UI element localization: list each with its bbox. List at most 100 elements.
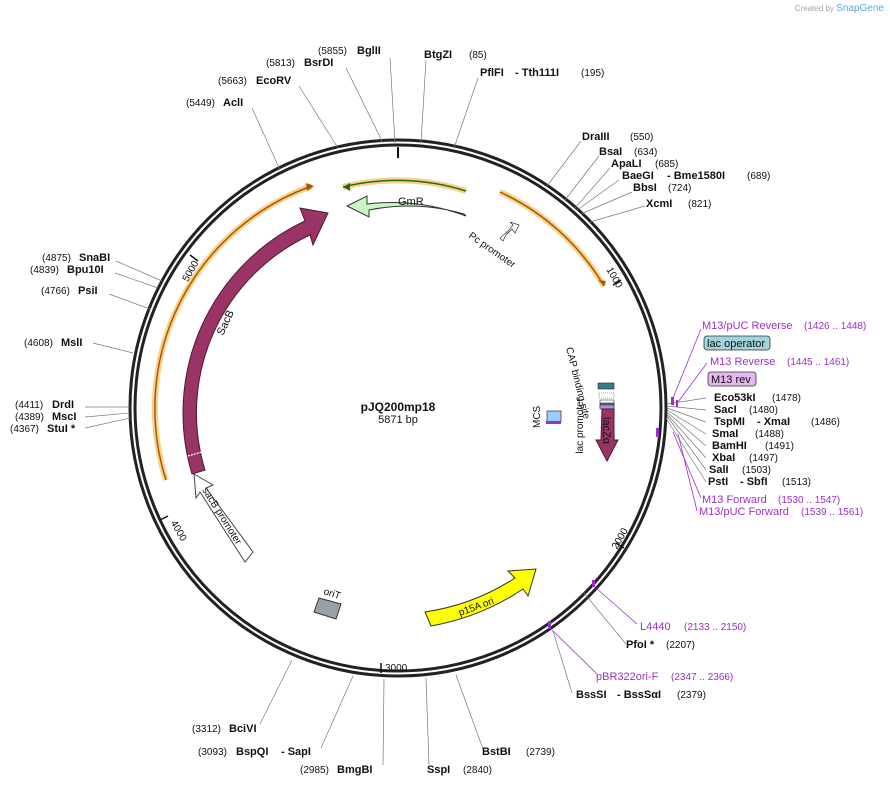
svg-text:SmaI: SmaI: [712, 428, 738, 440]
site-saci: SacI (1480): [714, 404, 778, 416]
svg-text:(2207): (2207): [666, 640, 695, 651]
svg-text:M13 Reverse: M13 Reverse: [710, 356, 775, 368]
svg-text:M13 Forward: M13 Forward: [702, 494, 767, 506]
svg-text:BciVI: BciVI: [229, 723, 257, 735]
svg-text:(4766): (4766): [41, 286, 70, 297]
svg-text:(1445 .. 1461): (1445 .. 1461): [787, 357, 849, 368]
svg-text:(3093): (3093): [198, 747, 227, 758]
site-draiii: DraIII (550): [582, 131, 653, 143]
p15a-ori-feature: p15A ori: [424, 568, 537, 627]
site-xbai: XbaI (1497): [712, 452, 778, 464]
site-snabi: (4875) SnaBI: [42, 252, 110, 264]
svg-text:- XmaI: - XmaI: [757, 416, 790, 428]
svg-text:(634): (634): [634, 147, 657, 158]
svg-text:(5449): (5449): [186, 98, 215, 109]
svg-text:(1478): (1478): [772, 393, 801, 404]
svg-text:(1530 .. 1547): (1530 .. 1547): [778, 495, 840, 506]
svg-text:XcmI: XcmI: [646, 198, 672, 210]
site-psii: (4766) PsiI: [41, 285, 98, 297]
svg-text:(4389): (4389): [15, 412, 44, 423]
svg-text:(5663): (5663): [218, 76, 247, 87]
site-bglii: (5855) BglII: [318, 45, 381, 57]
lac-operator-label: lac operator: [703, 335, 771, 351]
svg-text:(2133 .. 2150): (2133 .. 2150): [684, 622, 746, 633]
svg-text:(2739): (2739): [526, 747, 555, 758]
svg-text:BtgZI: BtgZI: [424, 49, 452, 61]
primer-m13-puc-reverse: M13/pUC Reverse (1426 .. 1448): [702, 320, 866, 332]
lacz-alpha-arrow: [595, 408, 619, 463]
primer-leaders: [551, 328, 708, 675]
svg-text:L4440: L4440: [640, 621, 671, 633]
svg-text:TspMI: TspMI: [714, 416, 745, 428]
site-pflfi: PflFI - Tth111I (195): [480, 67, 604, 79]
svg-text:XbaI: XbaI: [712, 452, 735, 464]
site-bsrdi: (5813) BsrDI: [266, 57, 333, 69]
svg-text:- BssSαI: - BssSαI: [617, 689, 661, 701]
svg-text:MslI: MslI: [61, 337, 82, 349]
site-bmgbi: (2985) BmgBI: [300, 764, 372, 776]
svg-text:BsaI: BsaI: [599, 146, 622, 158]
svg-text:BspQI: BspQI: [236, 746, 268, 758]
site-bsssi: BssSI - BssSαI (2379): [576, 689, 706, 701]
svg-text:BmgBI: BmgBI: [337, 764, 372, 776]
svg-text:BamHI: BamHI: [712, 440, 747, 452]
svg-text:MscI: MscI: [52, 411, 76, 423]
svg-text:(4839): (4839): [30, 265, 59, 276]
svg-text:M13 rev: M13 rev: [711, 374, 751, 386]
svg-text:- Bme1580I: - Bme1580I: [667, 170, 725, 182]
site-drdi: (4411) DrdI: [15, 399, 74, 411]
svg-text:(195): (195): [581, 68, 604, 79]
m13-rev-label: M13 rev: [707, 371, 757, 387]
svg-text:pBR322ori-F: pBR322ori-F: [596, 671, 659, 683]
tick-3000: 3000: [380, 663, 408, 674]
svg-text:(1486): (1486): [811, 417, 840, 428]
cap-binding-site-mark: [597, 382, 615, 390]
svg-text:(1488): (1488): [755, 429, 784, 440]
created-by-watermark: Created by SnapGene: [795, 3, 884, 14]
svg-text:(2347 .. 2366): (2347 .. 2366): [671, 672, 733, 683]
sacb-promoter-label: sacB promoter: [199, 486, 243, 548]
lacz-alpha-label: lacZα: [600, 417, 612, 445]
svg-text:EcoRV: EcoRV: [256, 75, 292, 87]
mcs-mark: [546, 410, 562, 423]
orf-arc-right: [498, 189, 607, 288]
plasmid-length: 5871 bp: [378, 414, 418, 426]
svg-text:SspI: SspI: [427, 764, 450, 776]
site-sali: SalI (1503): [709, 464, 771, 476]
svg-text:BglII: BglII: [357, 45, 381, 57]
primer-l4440: L4440 (2133 .. 2150): [640, 621, 746, 633]
svg-text:ApaLI: ApaLI: [611, 158, 642, 170]
backbone-inner: [133, 143, 663, 673]
site-bsai: BsaI (634): [599, 146, 657, 158]
site-btgzi: BtgZI (85): [424, 49, 487, 61]
svg-text:(4411): (4411): [15, 400, 43, 411]
svg-text:(5855): (5855): [318, 46, 347, 57]
orit-feature: oriT: [313, 586, 342, 620]
lac-promoter-label: lac promoter: [575, 397, 586, 453]
site-acli: (5449) AclI: [186, 97, 243, 109]
svg-text:(2840): (2840): [463, 765, 492, 776]
primer-m13-forward: M13 Forward (1530 .. 1547): [702, 494, 840, 506]
watermark-prefix: Created by: [794, 4, 834, 13]
site-apali: ApaLI (685): [611, 158, 678, 170]
svg-text:- SbfI: - SbfI: [740, 476, 768, 488]
svg-text:(5813): (5813): [266, 58, 295, 69]
site-sspi: SspI (2840): [427, 764, 492, 776]
svg-text:- SapI: - SapI: [281, 746, 311, 758]
site-pfoi: PfoI * (2207): [626, 639, 695, 651]
site-eco53ki: Eco53kI (1478): [714, 392, 801, 404]
sacb-promoter-feature: sacB promoter: [193, 473, 254, 563]
svg-text:M13/pUC Forward: M13/pUC Forward: [699, 506, 789, 518]
primer-marks: [548, 397, 678, 629]
site-bamhi: BamHI (1491): [712, 440, 794, 452]
svg-text:(685): (685): [655, 159, 678, 170]
backbone-outer: [128, 138, 668, 678]
svg-text:(2985): (2985): [300, 765, 329, 776]
site-psti: PstI - SbfI (1513): [708, 476, 811, 488]
site-msci: (4389) MscI: [15, 411, 76, 423]
svg-text:(1491): (1491): [765, 441, 794, 452]
svg-text:DrdI: DrdI: [52, 399, 74, 411]
svg-text:Bpu10I: Bpu10I: [67, 264, 104, 276]
svg-text:- Tth111I: - Tth111I: [515, 67, 559, 79]
